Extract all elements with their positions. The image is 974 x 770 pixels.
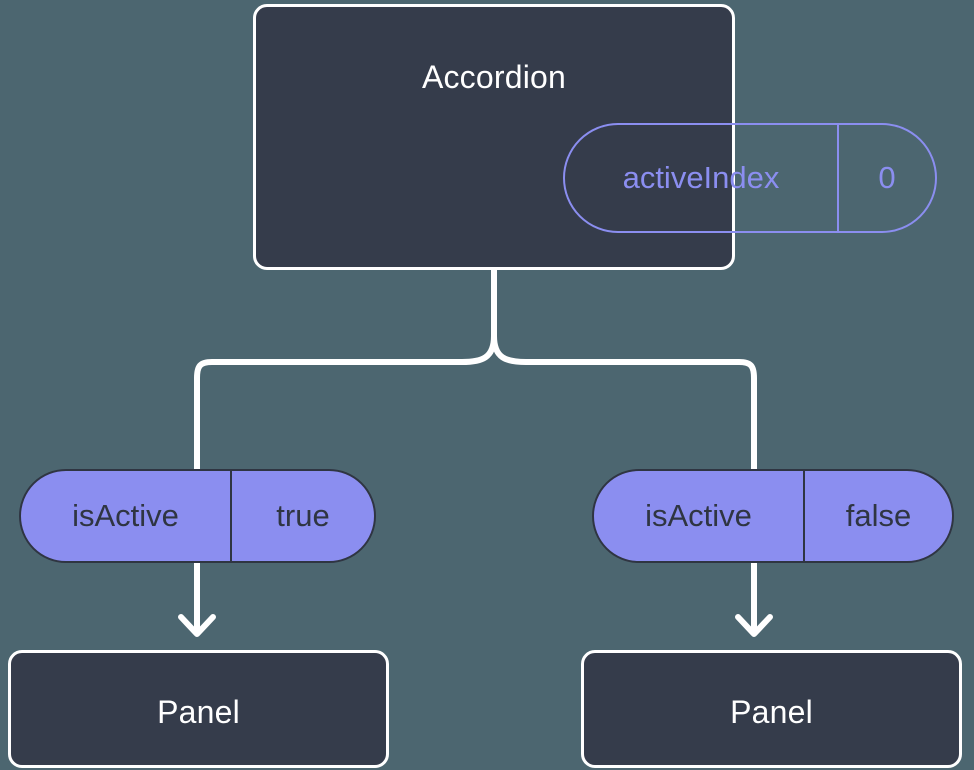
is-active-true-key: isActive bbox=[21, 471, 232, 561]
panel-left-component-node[interactable]: Panel bbox=[8, 650, 389, 768]
arrow-right-head-icon bbox=[735, 614, 773, 637]
is-active-true-prop-pill[interactable]: isActive true bbox=[19, 469, 376, 563]
accordion-component-node[interactable]: Accordion activeIndex 0 bbox=[253, 4, 937, 270]
is-active-true-value: true bbox=[276, 498, 330, 533]
panel-right-title: Panel bbox=[730, 694, 813, 730]
connector-branch-left bbox=[194, 333, 497, 473]
panel-left-title: Panel bbox=[157, 694, 240, 730]
panel-right-component-node[interactable]: Panel bbox=[581, 650, 962, 768]
active-index-value: 0 bbox=[878, 160, 896, 195]
active-index-state-pill[interactable]: activeIndex 0 bbox=[563, 123, 937, 233]
is-active-false-value: false bbox=[845, 498, 912, 533]
accordion-title: Accordion bbox=[421, 59, 567, 95]
is-active-false-key: isActive bbox=[594, 471, 805, 561]
connector-branch-right bbox=[491, 333, 757, 473]
is-active-false-prop-pill[interactable]: isActive false bbox=[592, 469, 954, 563]
active-index-key: activeIndex bbox=[565, 125, 839, 231]
arrow-left-head-icon bbox=[178, 614, 216, 637]
